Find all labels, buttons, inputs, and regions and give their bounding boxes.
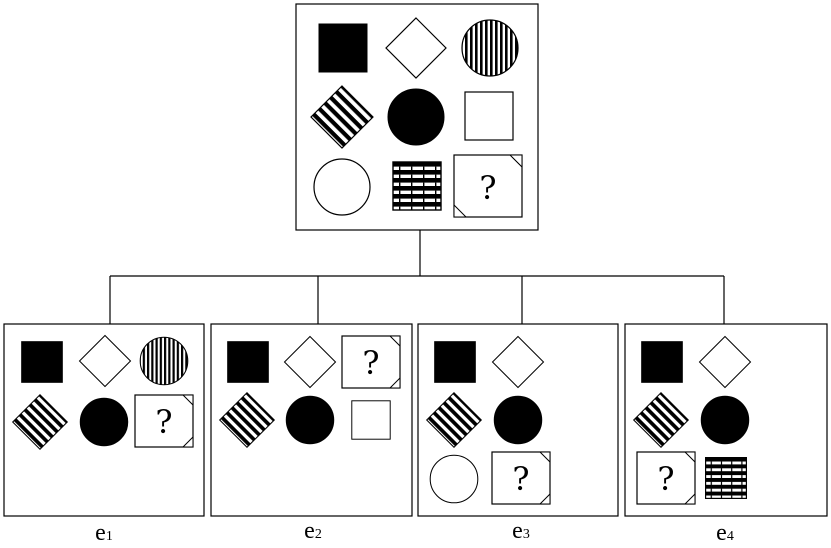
striped-circle-icon <box>461 19 519 77</box>
question-card: ? <box>134 394 194 448</box>
black-square-icon <box>227 341 269 383</box>
option-e1[interactable]: ? <box>3 323 205 517</box>
black-circle-icon <box>700 395 750 445</box>
white-square-icon <box>464 91 514 141</box>
black-circle-icon <box>493 395 543 445</box>
question-mark: ? <box>512 460 529 498</box>
black-square-icon <box>641 341 683 383</box>
black-square-icon <box>434 341 476 383</box>
brick-square-icon <box>705 457 747 499</box>
option-label-e4: e4 <box>716 520 734 546</box>
striped-circle-icon <box>139 336 189 386</box>
brick-square-icon <box>392 161 442 211</box>
black-circle-icon <box>285 395 335 445</box>
question-mark: ? <box>479 169 496 207</box>
puzzle-matrix-box: ? <box>295 3 539 231</box>
white-circle-icon <box>429 454 479 504</box>
black-circle-icon <box>387 88 445 146</box>
option-e3[interactable]: ? <box>417 323 619 517</box>
black-circle-icon <box>79 397 129 447</box>
tree-connectors <box>109 230 725 324</box>
question-mark: ? <box>657 460 674 498</box>
option-e4[interactable]: ? <box>624 323 828 517</box>
question-card: ? <box>636 451 696 505</box>
option-label-e3: e3 <box>512 518 530 544</box>
black-square-icon <box>318 23 368 73</box>
white-square-icon <box>351 400 391 440</box>
white-circle-icon <box>313 158 371 216</box>
question-card: ? <box>491 451 551 505</box>
black-square-icon <box>21 341 63 383</box>
question-card: ? <box>341 335 401 389</box>
option-label-e2: e2 <box>304 518 322 544</box>
option-e2[interactable]: ? <box>210 323 413 517</box>
option-label-e1: e1 <box>95 520 113 546</box>
question-mark: ? <box>155 403 172 441</box>
question-mark: ? <box>362 344 379 382</box>
question-card: ? <box>453 154 523 218</box>
